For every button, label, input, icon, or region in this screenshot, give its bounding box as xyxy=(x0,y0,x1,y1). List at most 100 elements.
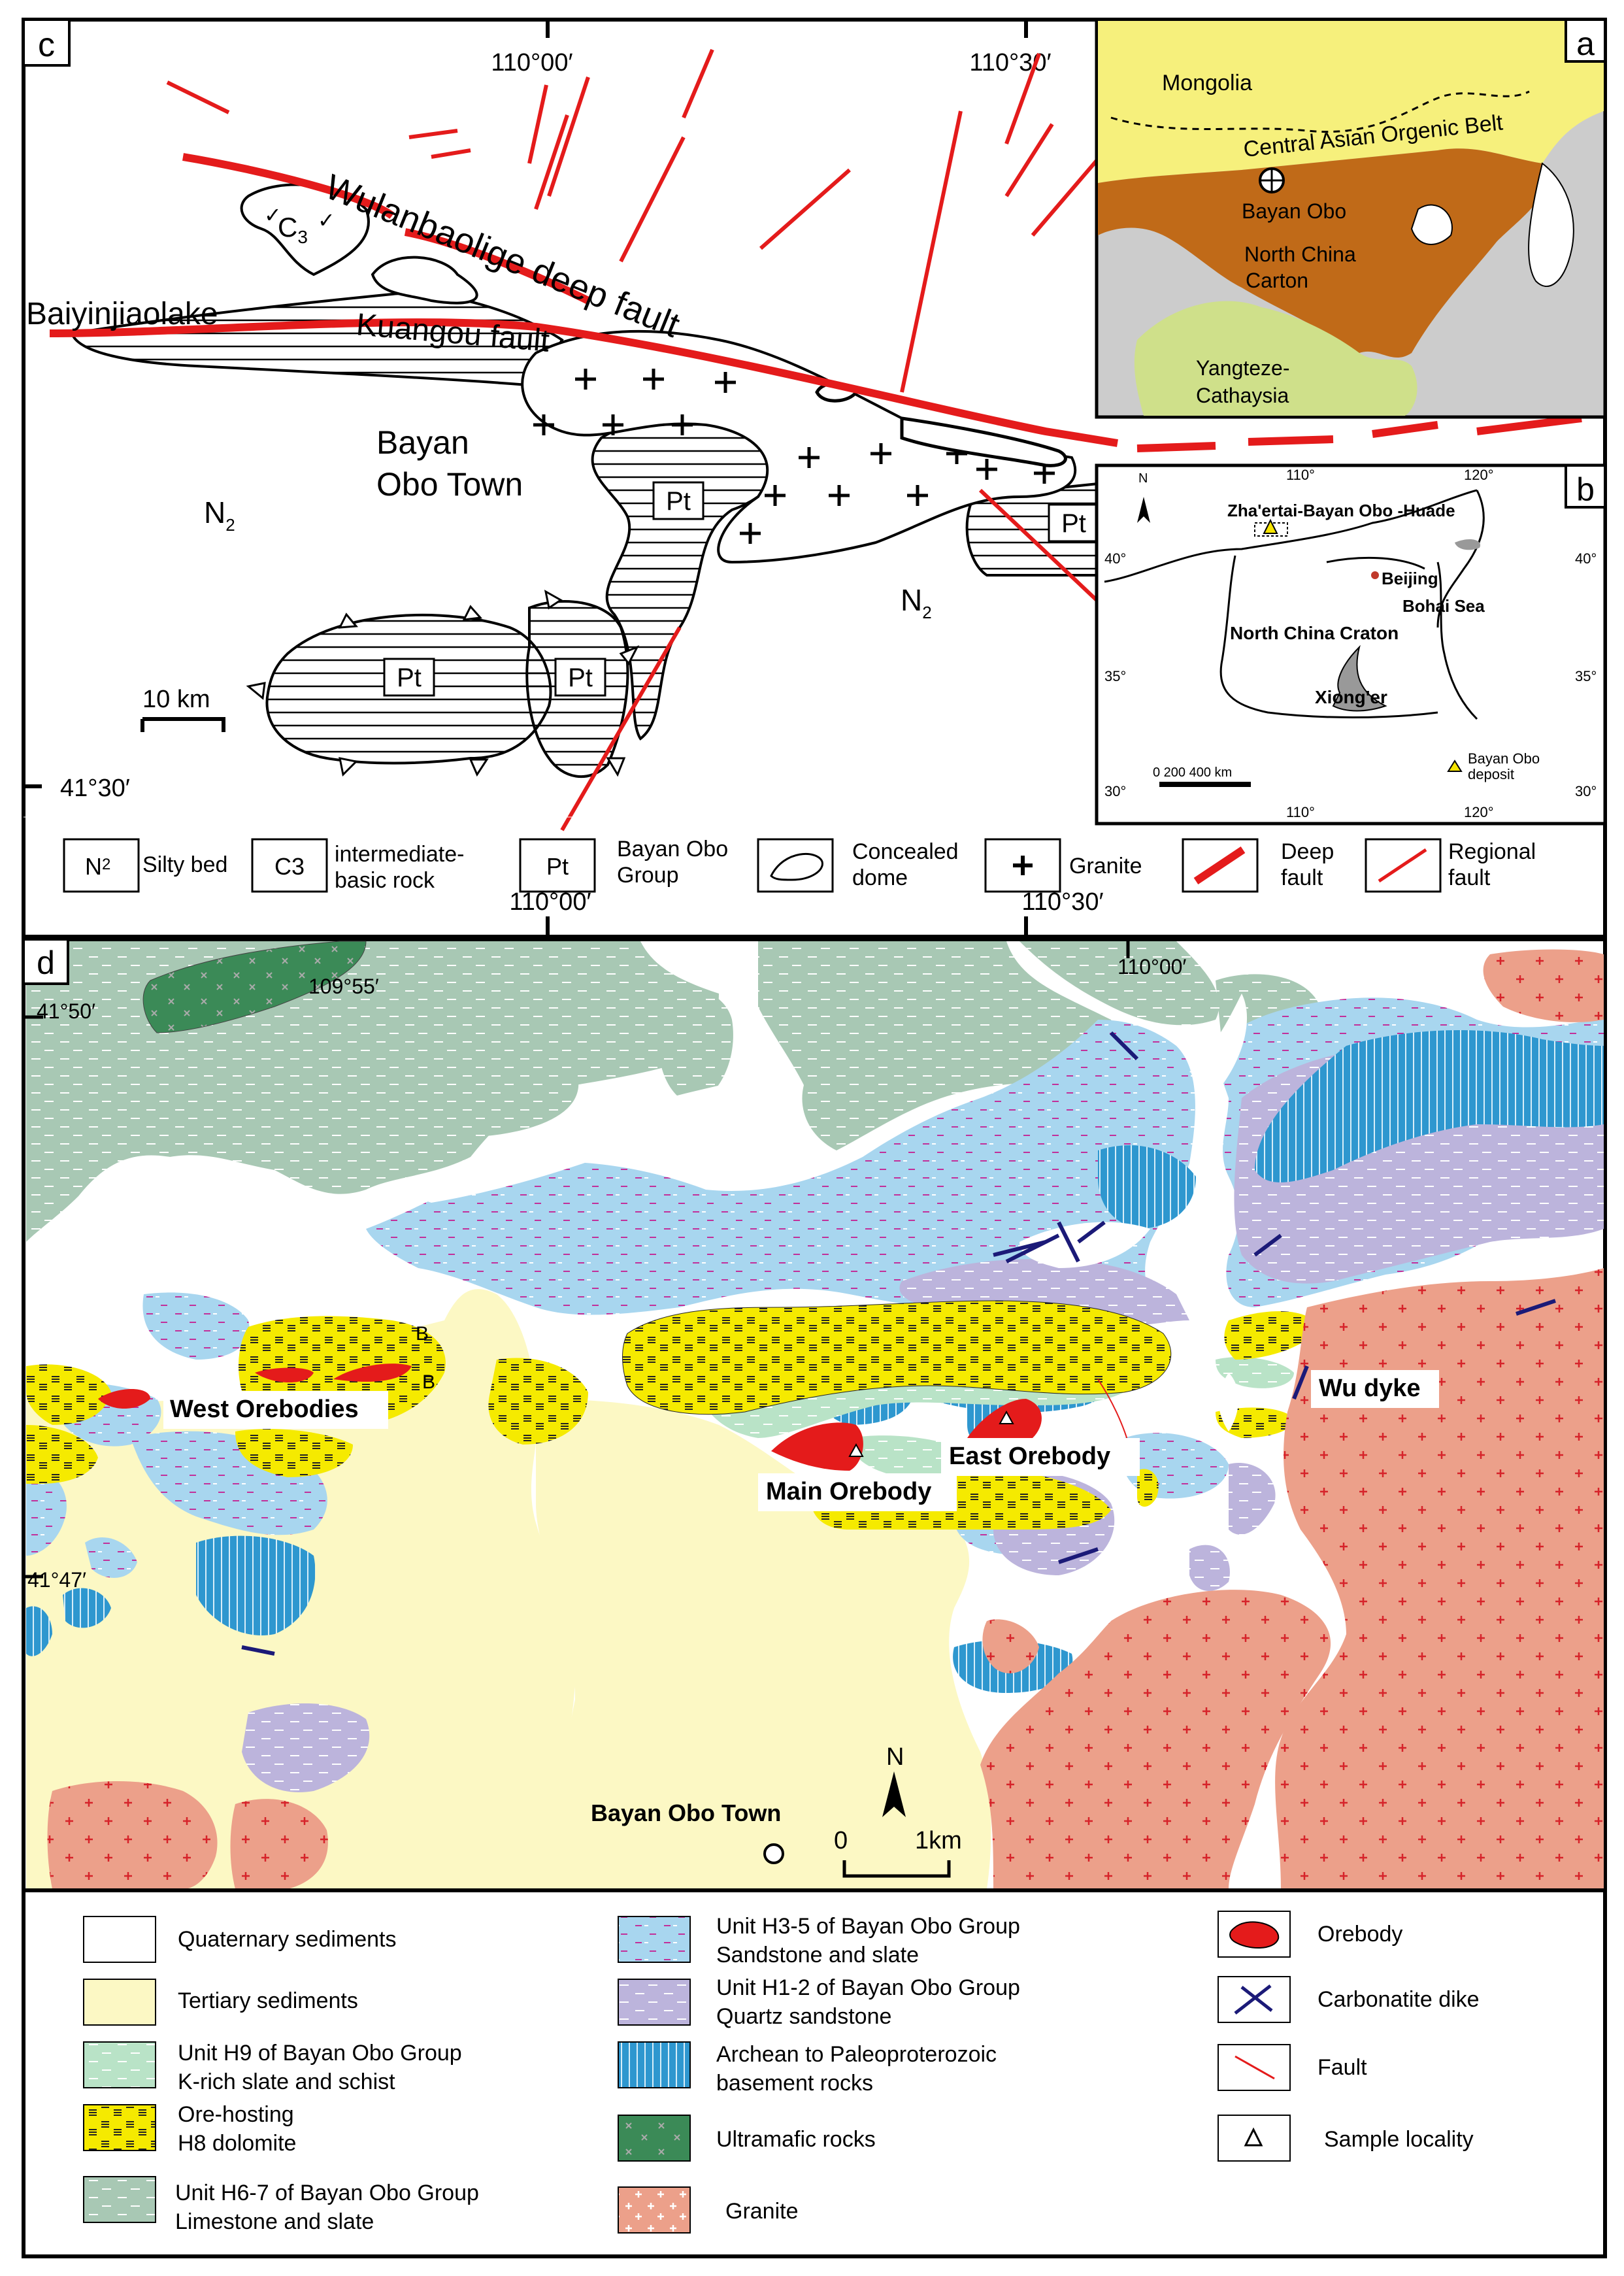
regional-faults xyxy=(166,48,1113,831)
ultramafic-body xyxy=(142,941,367,1033)
panel-b-lat-30-right: 30° xyxy=(1575,783,1597,799)
legend-c3-symbol: C3 xyxy=(274,853,305,880)
pt-label-2: Pt xyxy=(1061,509,1086,538)
legend-deep-fault-text-2: fault xyxy=(1281,865,1323,890)
legend-c3-text-1: intermediate- xyxy=(335,842,464,867)
label-wu-dyke: Wu dyke xyxy=(1319,1375,1421,1402)
scale-bar-label: 10 km xyxy=(142,686,210,713)
legend-h35-line1: Unit H3-5 of Bayan Obo Group xyxy=(716,1914,1020,1939)
panel-b-scale-bar xyxy=(1159,782,1251,787)
orebody-main xyxy=(771,1422,863,1471)
legend-n2-box xyxy=(63,838,140,893)
legend-h12-line1: Unit H1-2 of Bayan Obo Group xyxy=(716,1975,1020,2000)
panel-b-lon-bottom-2: 120° xyxy=(1464,804,1494,820)
panel-d-scale-0: 0 xyxy=(834,1827,848,1854)
legend-quaternary: Quaternary sediments xyxy=(178,1927,397,1952)
panel-a: a Mongolia Central Asian Orgenic Belt Ba… xyxy=(1095,18,1607,419)
label-cathaysia: Cathaysia xyxy=(1196,384,1289,407)
archean-northeast xyxy=(1255,1030,1604,1182)
label-yangteze: Yangteze- xyxy=(1196,356,1290,380)
beijing-marker xyxy=(1371,571,1379,579)
archean-southwest xyxy=(196,1535,316,1635)
legend-swatch-h35 xyxy=(618,1916,691,1963)
panel-b-north-arrow xyxy=(1137,497,1150,523)
legend-pt-symbol: Pt xyxy=(546,853,569,880)
panel-d-lon-109-55: 109°55′ xyxy=(308,975,379,998)
panel-c-legend: N2 Silty bed C3 intermediate- basic rock… xyxy=(63,837,1536,893)
yangtze-region xyxy=(1134,301,1417,416)
fault-icon xyxy=(1235,2055,1275,2080)
n2-label-west: N2 xyxy=(204,495,235,535)
label-east-orebody: East Orebody xyxy=(949,1443,1110,1470)
granite-south-central xyxy=(980,1590,1331,1889)
h67-north-east-1 xyxy=(1019,941,1219,1026)
granite-body xyxy=(521,329,1077,564)
n2-label-east: N2 xyxy=(901,583,932,622)
granite-crosses xyxy=(533,369,1055,544)
legend-dike: Carbonatite dike xyxy=(1317,1987,1480,2012)
baiyinjiaolake-label: Baiyinjiaolake xyxy=(26,297,218,331)
panel-b-lat-40: 40° xyxy=(1104,550,1126,567)
granite-southwest xyxy=(47,1781,218,1889)
legend-c3-box xyxy=(251,838,328,893)
panel-b-outlines xyxy=(1104,489,1485,720)
panel-b-lat-40-right: 40° xyxy=(1575,550,1597,567)
lon-label-110-30: 110°30′ xyxy=(969,49,1051,76)
legend-c3-text-2: basic rock xyxy=(335,868,435,893)
xionger-region xyxy=(1332,644,1387,712)
legend-tertiary: Tertiary sediments xyxy=(178,1988,358,2013)
legend-swatch-ultramafic xyxy=(618,2115,691,2162)
legend-archean-line2: basement rocks xyxy=(716,2071,873,2096)
legend-granite-text: Granite xyxy=(1069,854,1142,879)
pt-label-1: Pt xyxy=(666,487,691,516)
panel-d-north-label: N xyxy=(886,1743,904,1771)
panel-d-lat-41-50: 41°50′ xyxy=(37,999,95,1023)
panel-d-legend-frame xyxy=(22,1888,1607,2258)
panel-b-lon-top-1: 110° xyxy=(1286,467,1315,483)
h35-central-belt xyxy=(366,1020,1195,1333)
town-marker xyxy=(763,1843,784,1864)
label-north-china-craton: North China Craton xyxy=(1230,623,1399,643)
panel-a-letter: a xyxy=(1576,25,1595,62)
panel-d-scale-bar xyxy=(842,1860,951,1878)
orebody-icon xyxy=(1229,1921,1280,1949)
panel-b-lon-bottom-1: 110° xyxy=(1286,804,1315,820)
concealed-dome-2 xyxy=(900,416,1067,467)
panel-d-lon-110-00: 110°00′ xyxy=(1118,955,1186,979)
legend-h9-line1: Unit H9 of Bayan Obo Group xyxy=(178,2041,462,2066)
b-label-1: B xyxy=(416,1323,429,1345)
legend-swatch-h67 xyxy=(83,2176,156,2223)
pt-units: Pt Pt Pt Pt xyxy=(246,411,1100,778)
town-label-line-1: Bayan xyxy=(376,424,469,461)
label-west-orebodies: West Orebodies xyxy=(170,1396,359,1423)
legend-orebody: Orebody xyxy=(1317,1922,1402,1947)
legend-h67-line2: Limestone and slate xyxy=(175,2209,374,2234)
label-north-china: North China xyxy=(1244,243,1356,266)
small-dome-outline xyxy=(371,256,478,305)
legend-pt-box xyxy=(519,838,596,893)
legend-h8-line1: Ore-hosting xyxy=(178,2102,294,2127)
label-beijing: Beijing xyxy=(1382,569,1438,588)
panel-d-scale-1km: 1km xyxy=(915,1827,962,1854)
legend-dome-box xyxy=(757,838,834,893)
c3-v-mark-2: ✓ xyxy=(318,209,335,232)
panel-d-north-arrow xyxy=(882,1771,906,1817)
panel-a-border-dashed xyxy=(1110,90,1530,133)
panel-d: 109°55′ 110°00′ 41°50′ 41°47′ d B B West… xyxy=(22,937,1607,1892)
sample-locality-icon xyxy=(1244,2127,1263,2147)
panel-d-lat-41-47: 41°47′ xyxy=(27,1568,86,1592)
legend-swatch-tertiary xyxy=(83,1979,156,2026)
panel-b-lat-35-right: 35° xyxy=(1575,668,1597,684)
orebody-west-3 xyxy=(333,1364,412,1382)
legend-deep-fault-symbol xyxy=(1193,846,1246,884)
panel-b: b 110° 120° 110° 120° 40° 35° 30° 40° 35… xyxy=(1095,463,1607,826)
bayan-obo-triangle-b xyxy=(1263,518,1278,534)
panel-c-letter: c xyxy=(38,26,55,64)
scale-bar xyxy=(141,717,225,732)
panel-b-frame xyxy=(1095,463,1607,826)
legend-archean-line1: Archean to Paleoproterozoic xyxy=(716,2042,997,2067)
panel-d-letter-box xyxy=(22,938,69,985)
legend-dome-text-2: dome xyxy=(852,865,908,890)
panel-a-letter-box xyxy=(1565,18,1606,63)
